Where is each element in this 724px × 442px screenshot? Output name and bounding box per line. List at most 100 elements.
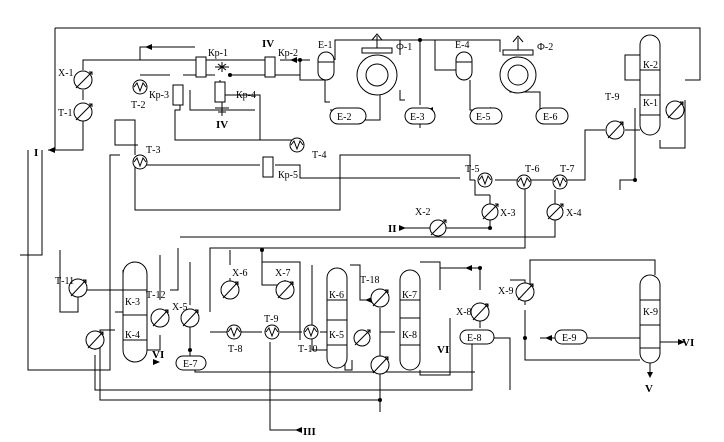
exchanger-t9b xyxy=(264,324,280,340)
cooler-x1 xyxy=(73,70,93,90)
cooler-x3 xyxy=(481,203,499,221)
label-e4: Е-4 xyxy=(455,40,469,51)
label-e7: Е-7 xyxy=(183,359,197,370)
filters xyxy=(356,33,537,96)
vessel-e8 xyxy=(459,329,495,345)
exchanger-t2 xyxy=(132,79,148,95)
label-t11: Т-11 xyxy=(55,276,74,287)
label-t8: Т-8 xyxy=(228,344,242,355)
label-t18: Т-18 xyxy=(360,275,379,286)
label-kp2: Кр-2 xyxy=(278,48,298,59)
label-e2: Е-2 xyxy=(337,112,351,123)
cooler-t12 xyxy=(150,308,170,328)
label-x7: Х-7 xyxy=(275,268,291,279)
valve-kp1 xyxy=(195,56,207,78)
heat-exchangers xyxy=(132,79,568,340)
coolers xyxy=(68,70,685,375)
vessel-e9 xyxy=(554,329,588,345)
exchanger-t7 xyxy=(552,174,568,190)
valve-kp2 xyxy=(264,56,276,78)
cooler-x4 xyxy=(546,203,564,221)
exchanger-t3 xyxy=(132,154,148,170)
stream-vi-right: VI xyxy=(682,337,694,349)
label-kp1: Кр-1 xyxy=(208,48,228,59)
exchanger-t5 xyxy=(477,172,493,188)
label-t10: Т-10 xyxy=(298,344,317,355)
cooler-lower-left xyxy=(85,330,105,350)
label-x9: Х-9 xyxy=(498,286,514,297)
cooler-t18 xyxy=(370,288,390,308)
stream-vi-left: VI xyxy=(152,349,164,361)
column-k7-k8 xyxy=(399,269,421,371)
label-t6: Т-6 xyxy=(525,164,539,175)
cooler-k8 xyxy=(370,355,390,375)
label-k4: К-4 xyxy=(125,330,140,341)
valve-kp5 xyxy=(262,156,274,178)
label-f2: Ф-2 xyxy=(537,42,553,53)
valve-kp3 xyxy=(172,84,184,106)
cooler-t1 xyxy=(73,102,93,122)
cooler-x5 xyxy=(180,308,200,328)
column-k5-k6 xyxy=(326,267,348,369)
cooler-k5 xyxy=(353,329,371,347)
label-k7: К-7 xyxy=(402,290,417,301)
vessel-e5 xyxy=(469,107,503,125)
label-e8: Е-8 xyxy=(467,333,481,344)
label-f1: Ф-1 xyxy=(396,42,412,53)
equipment-labels: Х-1 Т-1 Т-2 Т-3 Т-4 Т-5 Т-6 Т-7 Т-9 Х-2 … xyxy=(55,40,658,370)
valve-kp4 xyxy=(214,81,226,103)
stream-labels: I IV IV II VI VI VI III V xyxy=(34,38,694,438)
label-e5: Е-5 xyxy=(476,112,490,123)
cooler-x7 xyxy=(275,280,295,300)
exchanger-t6 xyxy=(516,174,532,190)
cooler-t9a xyxy=(605,120,625,140)
label-t9a: Т-9 xyxy=(605,92,619,103)
pipelines xyxy=(20,27,701,431)
label-e6: Е-6 xyxy=(543,112,557,123)
vessel-e3 xyxy=(404,107,436,125)
label-x1: Х-1 xyxy=(58,68,74,79)
stream-iv-bottom: IV xyxy=(216,119,228,131)
label-t1: Т-1 xyxy=(58,108,72,119)
label-t7: Т-7 xyxy=(560,164,574,175)
label-k6: К-6 xyxy=(329,290,344,301)
vessel-e7 xyxy=(175,355,207,371)
label-t2: Т-2 xyxy=(131,100,145,111)
label-t9b: Т-9 xyxy=(264,314,278,325)
vessel-e2 xyxy=(329,107,367,125)
cooler-k1-side xyxy=(665,100,685,120)
label-e1: Е-1 xyxy=(318,40,332,51)
column-k1-k2 xyxy=(639,34,661,136)
label-k2: К-2 xyxy=(643,60,658,71)
label-e9: Е-9 xyxy=(562,333,576,344)
label-kp3: Кр-3 xyxy=(149,90,169,101)
stream-i: I xyxy=(34,147,38,159)
cooler-x2 xyxy=(429,219,447,237)
junction-dots xyxy=(188,38,637,402)
label-k8: К-8 xyxy=(402,330,417,341)
label-k1: К-1 xyxy=(643,98,658,109)
label-x6: Х-6 xyxy=(232,268,248,279)
label-x5: Х-5 xyxy=(172,302,188,313)
filter-f2 xyxy=(499,35,537,94)
exchanger-t4 xyxy=(289,137,305,153)
stream-iv-top: IV xyxy=(262,38,274,50)
valves xyxy=(172,56,276,178)
cooler-x9 xyxy=(515,282,535,302)
label-t3: Т-3 xyxy=(146,145,160,156)
stream-vi-mid: VI xyxy=(437,344,449,356)
stream-iii: III xyxy=(303,426,316,438)
cooler-x8 xyxy=(470,302,490,322)
cooler-x6 xyxy=(220,280,240,300)
column-k9 xyxy=(639,274,661,364)
label-x3: Х-3 xyxy=(500,208,516,219)
vessel-e4 xyxy=(455,51,473,81)
column-k3-k4 xyxy=(122,261,148,363)
exchanger-t10 xyxy=(303,324,319,340)
label-kp4: Кр-4 xyxy=(236,90,256,101)
label-k9: К-9 xyxy=(643,307,658,318)
vessel-e6 xyxy=(535,107,569,125)
label-t5: Т-5 xyxy=(465,164,479,175)
label-t4: Т-4 xyxy=(312,150,326,161)
